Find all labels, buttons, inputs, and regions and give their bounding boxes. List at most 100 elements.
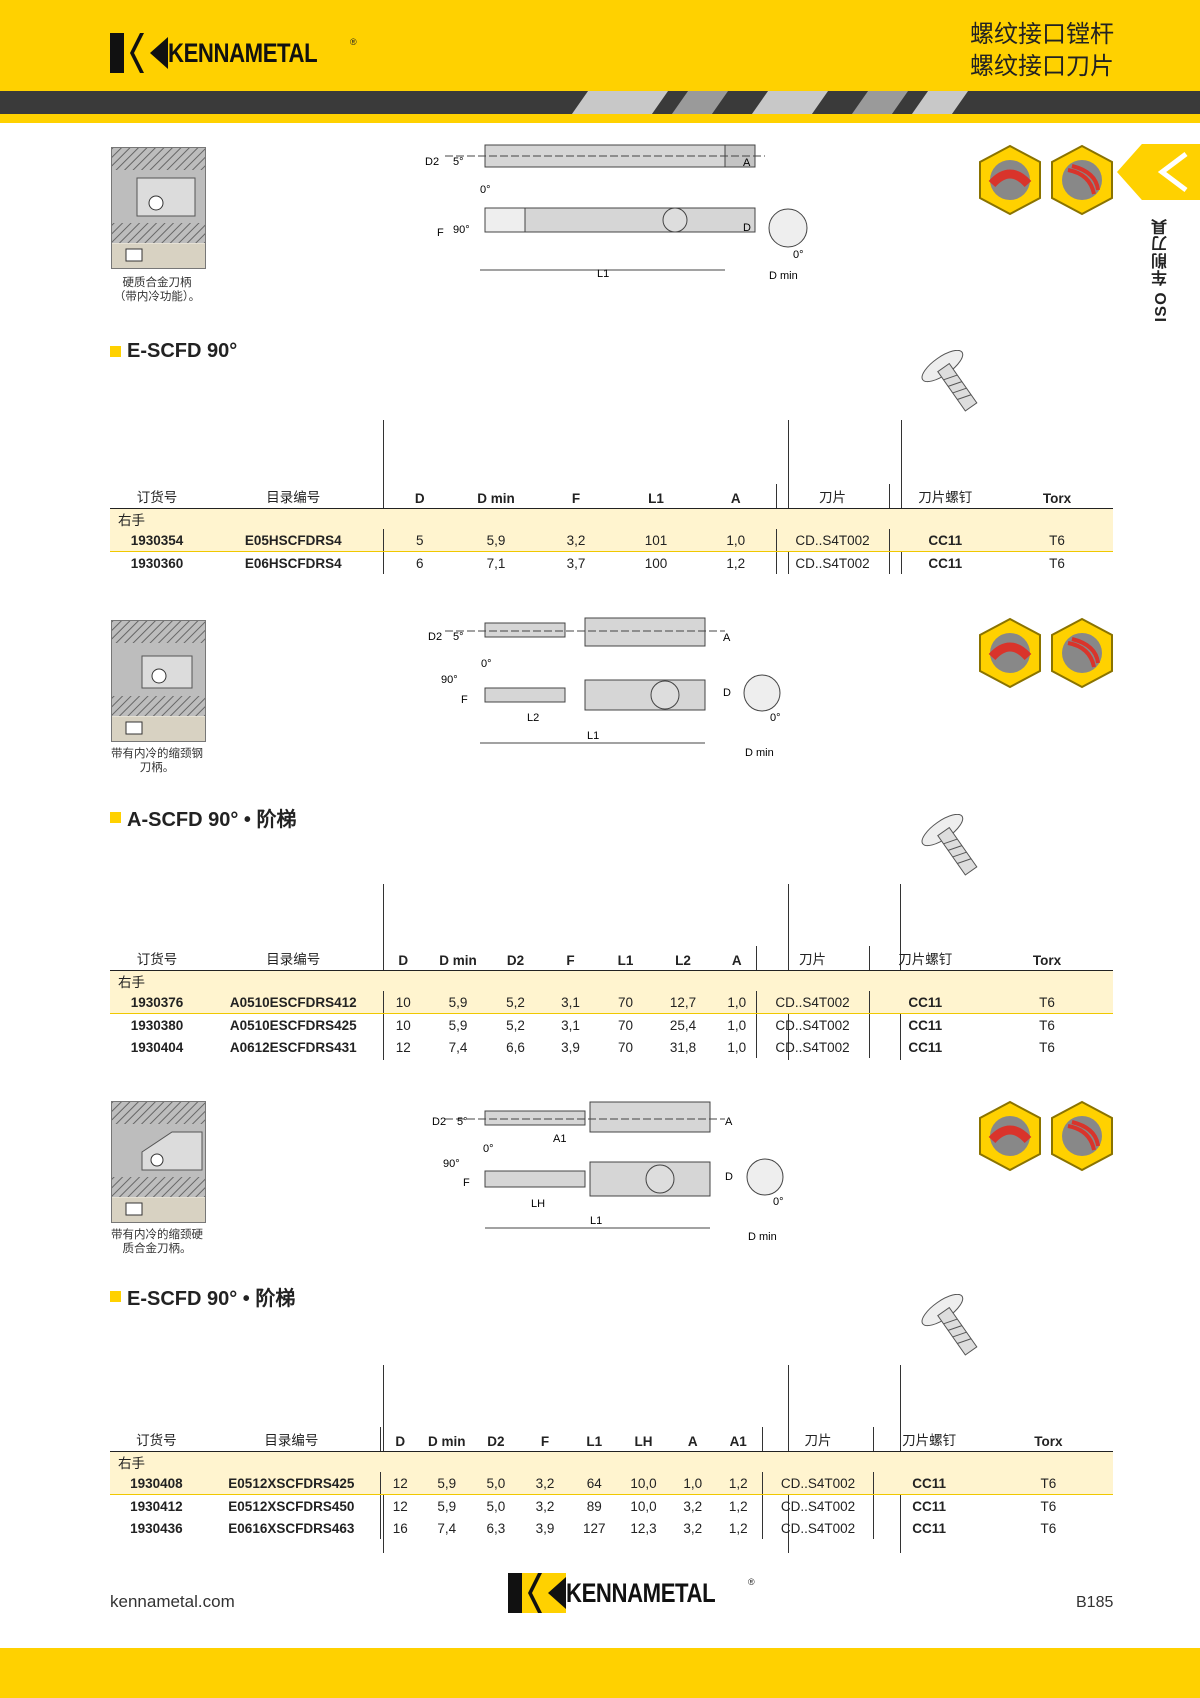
table-cell: 1,2 bbox=[728, 1520, 748, 1536]
tool-thumbnail-1 bbox=[111, 147, 206, 269]
dim-label: D bbox=[725, 1171, 733, 1183]
table-cell: 5 bbox=[382, 529, 456, 552]
dim-label: D2 bbox=[428, 631, 442, 643]
dim-label: F bbox=[463, 1177, 470, 1189]
table-cell: 1,0 bbox=[670, 1472, 715, 1495]
tool-section-icon bbox=[112, 148, 205, 268]
tool-diagram-2: D2 5° A 0° 90° F D L2 L1 0° D min bbox=[428, 617, 781, 759]
table-cell: 31,8 bbox=[669, 1039, 697, 1055]
internal-thread-icon bbox=[979, 1100, 1041, 1172]
column-header: L1 bbox=[603, 946, 648, 971]
dim-label: 5° bbox=[457, 1116, 468, 1128]
header-bar bbox=[0, 0, 1200, 91]
table-cell: CD..S4T002 bbox=[775, 529, 889, 552]
dim-label: 0° bbox=[770, 712, 781, 724]
order-number: 1930380 bbox=[130, 1017, 184, 1033]
table-cell: CD..S4T002 bbox=[761, 1472, 874, 1495]
table-cell: 10 bbox=[382, 1013, 423, 1036]
table-cell: CD..S4T002 bbox=[761, 1494, 874, 1517]
footer-bar bbox=[0, 1648, 1200, 1698]
table-cell: 3,9 bbox=[535, 1520, 555, 1536]
table-cell: 1,0 bbox=[727, 1017, 747, 1033]
table-cell: 5,2 bbox=[493, 991, 538, 1014]
catalog-number: E0512XSCFDRS425 bbox=[202, 1472, 381, 1495]
table-cell: 3,2 bbox=[683, 1498, 703, 1514]
table-cell: 70 bbox=[603, 991, 648, 1014]
catalog-number: E06HSCFDRS4 bbox=[244, 555, 342, 571]
order-number: 1930404 bbox=[130, 1039, 184, 1055]
table-cell: 1,2 bbox=[728, 1498, 748, 1514]
catalog-number: A0612ESCFDRS431 bbox=[229, 1039, 357, 1055]
order-number: 1930376 bbox=[110, 991, 204, 1014]
column-header: D bbox=[382, 946, 423, 971]
thumb-caption-3: 带有内冷的缩颈硬 质合金刀柄。 bbox=[92, 1228, 222, 1256]
column-header: Torx bbox=[1001, 484, 1113, 509]
caption-line: 带有内冷的缩颈硬 bbox=[111, 1229, 203, 1241]
table-cell: 100 bbox=[644, 555, 668, 571]
header-title-2: 螺纹接口刀片 bbox=[970, 53, 1114, 80]
catalog-number: A0510ESCFDRS425 bbox=[229, 1017, 357, 1033]
thread-profile-icon bbox=[1051, 1100, 1113, 1172]
table-cell: 3,7 bbox=[566, 555, 586, 571]
dim-label: 0° bbox=[483, 1143, 494, 1155]
dim-label: A bbox=[743, 157, 751, 169]
table-cell: 25,4 bbox=[669, 1017, 697, 1033]
table-cell: T6 bbox=[1040, 1498, 1057, 1514]
order-number: 1930354 bbox=[110, 529, 204, 552]
column-header: D bbox=[379, 1427, 420, 1452]
column-header: 订货号 bbox=[110, 946, 204, 971]
table-cell: 3,1 bbox=[538, 991, 603, 1014]
dim-label: LH bbox=[531, 1198, 545, 1210]
table-cell: 3,2 bbox=[536, 529, 616, 552]
table-cell: 1,2 bbox=[714, 1472, 763, 1495]
footer-url[interactable]: kennametal.com bbox=[110, 1592, 235, 1611]
tool-thumbnail-3 bbox=[111, 1101, 206, 1223]
column-header: 刀片螺钉 bbox=[873, 1427, 984, 1452]
table-cell: 6,6 bbox=[506, 1039, 525, 1055]
dim-label: 90° bbox=[443, 1158, 460, 1170]
tool-thumbnail-2 bbox=[111, 620, 206, 742]
internal-thread-icon bbox=[979, 144, 1041, 216]
chevron-left-icon bbox=[1157, 152, 1188, 192]
column-header: A bbox=[696, 484, 776, 509]
application-icons-1 bbox=[978, 144, 1114, 216]
table-cell: 89 bbox=[586, 1498, 602, 1514]
dim-label: 0° bbox=[481, 658, 492, 670]
column-header: D2 bbox=[493, 946, 538, 971]
dim-label: F bbox=[437, 227, 444, 239]
dim-label: A bbox=[725, 1116, 733, 1128]
table-cell: 6 bbox=[382, 551, 456, 574]
table-cell: 5,2 bbox=[506, 1017, 525, 1033]
caption-line: 硬质合金刀柄 bbox=[122, 277, 192, 289]
table-cell: CC11 bbox=[873, 1472, 984, 1495]
table-cell: 5,9 bbox=[419, 1472, 474, 1495]
table-cell: 12 bbox=[379, 1494, 420, 1517]
catalog-number: E05HSCFDRS4 bbox=[204, 529, 383, 552]
table-cell: 127 bbox=[582, 1520, 606, 1536]
application-icons-2 bbox=[978, 617, 1114, 689]
table-cell: T6 bbox=[1039, 1017, 1055, 1033]
table-cell: CD..S4T002 bbox=[755, 991, 869, 1014]
column-header: 刀片螺钉 bbox=[868, 946, 981, 971]
section-title-text: A-SCFD 90° • 阶梯 bbox=[127, 809, 297, 831]
brand-reg: ® bbox=[747, 1577, 755, 1587]
table-cell: 3,9 bbox=[561, 1039, 580, 1055]
application-icons-3 bbox=[978, 1100, 1114, 1172]
tool-section-icon bbox=[112, 621, 205, 741]
footer-brand-logo: KENNAMETAL® bbox=[508, 1573, 755, 1613]
order-number: 1930436 bbox=[130, 1520, 183, 1536]
column-header: D2 bbox=[473, 1427, 519, 1452]
column-header: L1 bbox=[616, 484, 696, 509]
column-header: A bbox=[718, 946, 756, 971]
title-marker bbox=[110, 346, 121, 357]
brand-name: KENNAMETAL bbox=[168, 37, 318, 68]
table-cell: 3,2 bbox=[518, 1472, 573, 1495]
column-header: F bbox=[536, 484, 616, 509]
table-cell: 3,1 bbox=[561, 1017, 580, 1033]
dim-label: D min bbox=[748, 1231, 777, 1243]
